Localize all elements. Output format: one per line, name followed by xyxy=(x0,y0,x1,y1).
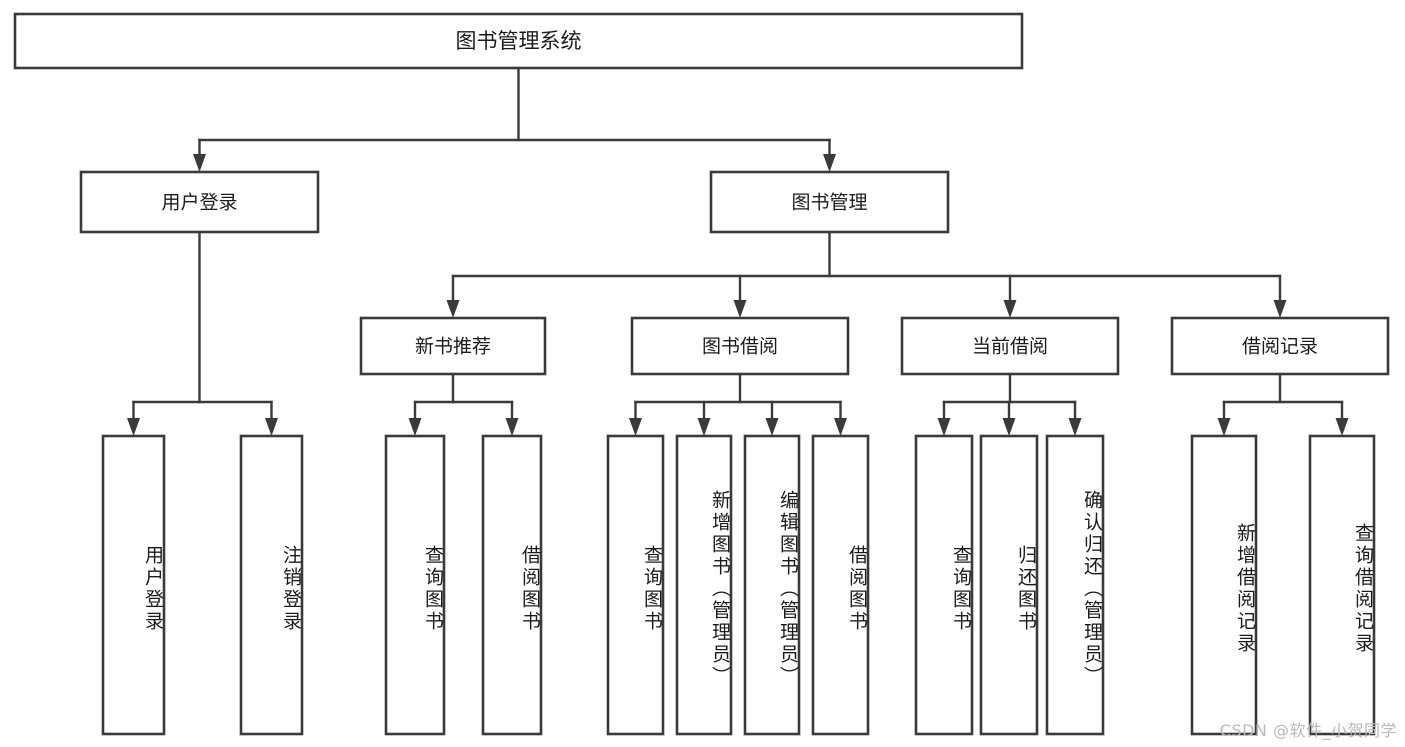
node-box-root[interactable] xyxy=(13,12,1024,70)
node-box-leaf-12[interactable] xyxy=(1308,434,1376,736)
arrow-head-icon xyxy=(834,418,847,436)
node-box-leaf-11[interactable] xyxy=(1190,434,1258,736)
csdn-watermark: CSDN @软件_小贺同学 xyxy=(1219,721,1397,740)
arrow-head-icon xyxy=(265,418,278,436)
node-box-level1-1[interactable] xyxy=(709,170,950,234)
node-label-level2-0: 新书推荐 xyxy=(415,336,491,358)
arrow-head-icon xyxy=(505,418,519,436)
arrow-head-icon xyxy=(937,418,951,436)
node-box-leaf-10[interactable] xyxy=(1045,434,1105,736)
arrow-head-icon xyxy=(1003,300,1017,318)
arrow-head-icon xyxy=(1273,300,1287,318)
arrow-head-icon xyxy=(127,418,140,436)
arrow-head-icon xyxy=(765,418,779,436)
node-label-level1-0: 用户登录 xyxy=(161,192,237,214)
arrow-head-icon xyxy=(193,154,206,172)
node-label-level2-1: 图书借阅 xyxy=(702,336,778,358)
node-box-leaf-7[interactable] xyxy=(811,434,870,736)
node-box-level2-1[interactable] xyxy=(630,316,850,376)
arrow-head-icon xyxy=(823,154,836,172)
node-box-leaf-2[interactable] xyxy=(384,434,446,736)
node-label-level1-1: 图书管理 xyxy=(791,192,867,214)
node-box-layer xyxy=(13,12,1390,736)
node-label-level2-3: 借阅记录 xyxy=(1242,336,1318,358)
node-box-leaf-3[interactable] xyxy=(481,434,543,736)
node-box-level1-0[interactable] xyxy=(79,170,320,234)
arrow-head-icon xyxy=(1217,418,1231,436)
arrow-head-icon xyxy=(1002,418,1016,436)
node-label-level2-2: 当前借阅 xyxy=(972,336,1048,358)
node-box-leaf-6[interactable] xyxy=(743,434,801,736)
node-box-level2-3[interactable] xyxy=(1170,316,1390,376)
node-box-leaf-0[interactable] xyxy=(101,434,166,736)
arrow-head-icon xyxy=(733,300,747,318)
arrow-head-icon xyxy=(697,418,711,436)
node-label-root: 图书管理系统 xyxy=(456,29,582,53)
arrow-head-icon xyxy=(446,300,460,318)
connector-layer xyxy=(127,66,1349,436)
arrow-head-icon xyxy=(629,418,642,436)
arrow-head-icon xyxy=(1335,418,1349,436)
arrow-head-icon xyxy=(408,418,422,436)
node-box-leaf-8[interactable] xyxy=(914,434,974,736)
node-box-leaf-4[interactable] xyxy=(606,434,665,736)
node-box-leaf-5[interactable] xyxy=(675,434,733,736)
node-box-leaf-9[interactable] xyxy=(979,434,1039,736)
node-box-level2-2[interactable] xyxy=(900,316,1120,376)
node-box-leaf-1[interactable] xyxy=(239,434,304,736)
arrow-head-icon xyxy=(1068,418,1082,436)
node-box-level2-0[interactable] xyxy=(359,316,547,376)
